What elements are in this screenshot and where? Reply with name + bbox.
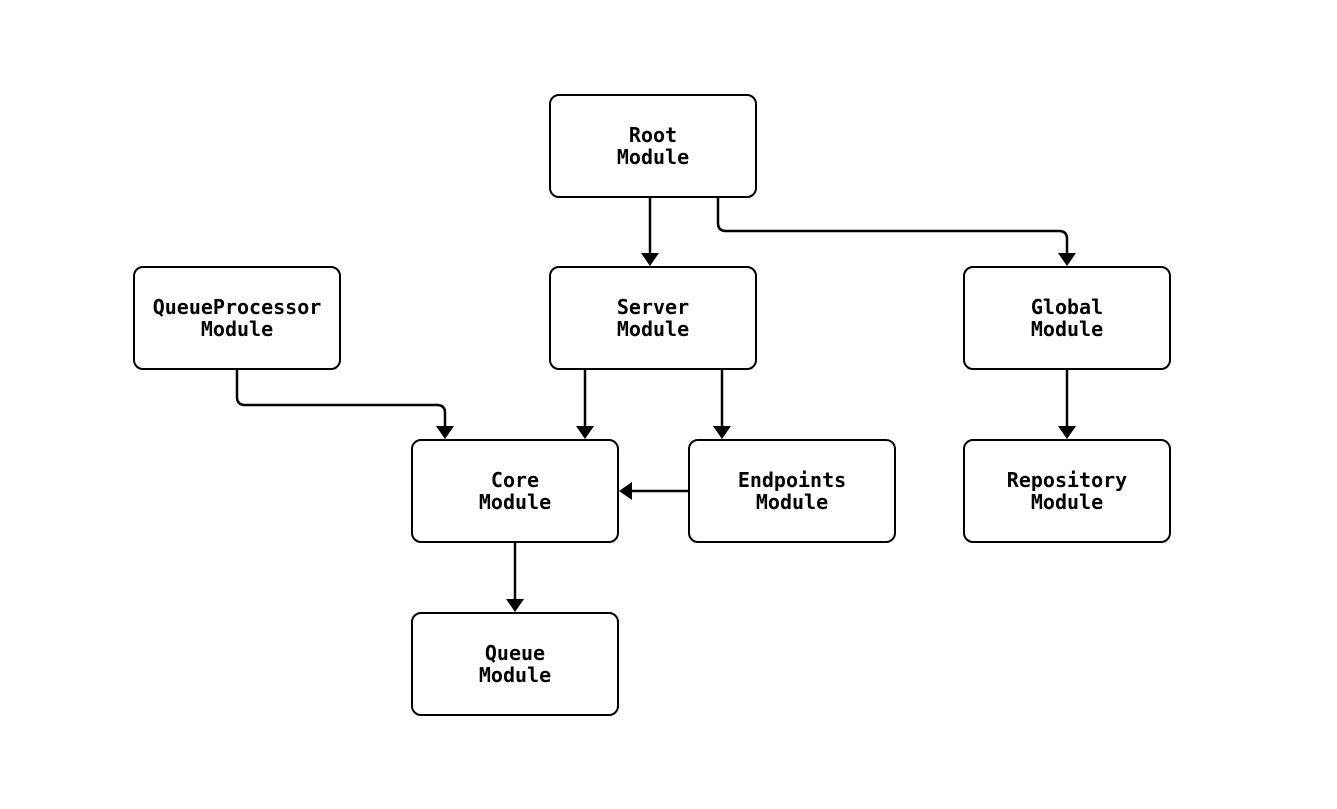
- node-label-line: Module: [478, 663, 552, 687]
- arrowhead-icon: [436, 426, 454, 439]
- node-label-line: Endpoints: [737, 468, 847, 492]
- node-label-line: Module: [200, 317, 274, 341]
- node-label-line: Root: [628, 123, 678, 147]
- arrowhead-icon: [641, 253, 659, 266]
- node-label-line: QueueProcessor: [152, 295, 322, 319]
- edge-core-to-queue: [506, 543, 524, 612]
- edge-queueprocessor-to-core: [235, 370, 454, 439]
- edge-root-to-global: [716, 198, 1076, 266]
- arrowhead-icon: [619, 482, 632, 500]
- node-label-line: Server: [616, 295, 690, 319]
- arrowhead-icon: [506, 599, 524, 612]
- node-label-line: Module: [755, 490, 829, 514]
- node-label-line: Module: [616, 145, 690, 169]
- node-label-line: Queue: [484, 641, 546, 665]
- arrowhead-icon: [576, 426, 594, 439]
- edge-server-to-core: [576, 370, 594, 439]
- node-label-line: Repository: [1006, 468, 1128, 492]
- arrowhead-icon: [1058, 253, 1076, 266]
- arrowhead-icon: [713, 426, 731, 439]
- node-label-line: Module: [478, 490, 552, 514]
- edge-endpoints-to-core: [619, 482, 688, 500]
- edge-line: [716, 198, 1069, 254]
- node-label-line: Global: [1030, 295, 1104, 319]
- arrowhead-icon: [1058, 426, 1076, 439]
- node-label-line: Module: [616, 317, 690, 341]
- edge-line: [235, 370, 447, 427]
- node-label-line: Core: [490, 468, 540, 492]
- node-label-line: Module: [1030, 317, 1104, 341]
- node-label-line: Module: [1030, 490, 1104, 514]
- edge-global-to-repository: [1058, 370, 1076, 439]
- edge-root-to-server: [641, 198, 659, 266]
- edge-server-to-endpoints: [713, 370, 731, 439]
